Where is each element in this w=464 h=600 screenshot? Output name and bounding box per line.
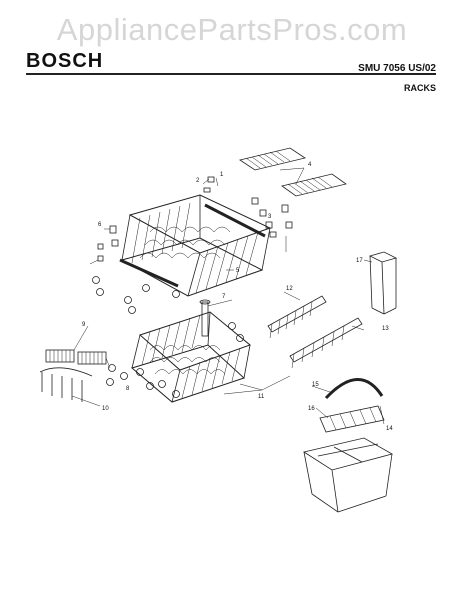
leader-lines (71, 167, 385, 425)
upper-rack-fittings (92, 176, 293, 314)
callout-13: 13 (382, 326, 389, 332)
callout-10: 10 (102, 406, 109, 412)
callout-6: 6 (98, 222, 102, 228)
section-title: RACKS (403, 83, 436, 93)
callout-3: 3 (268, 214, 272, 220)
cutlery-basket (302, 378, 394, 513)
cup-shelves (239, 147, 347, 197)
callout-16: 16 (308, 406, 315, 412)
upper-rack (119, 194, 272, 297)
small-items-rack (39, 349, 107, 402)
watermark-text: AppliancePartsPros.com (56, 12, 408, 47)
callout-14: 14 (386, 426, 393, 432)
callout-4: 4 (308, 162, 312, 168)
callout-1: 1 (220, 172, 224, 178)
callout-11: 11 (258, 394, 265, 400)
callout-5: 5 (236, 268, 240, 274)
spray-pipe (199, 299, 211, 337)
model-number: SMU 7056 US/02 (358, 63, 436, 74)
header-rule (26, 73, 436, 75)
callout-9: 9 (82, 322, 86, 328)
callout-8: 8 (126, 386, 130, 392)
brand-logo: BOSCH (26, 50, 104, 72)
callout-12: 12 (286, 286, 293, 292)
callout-15: 15 (312, 382, 319, 388)
tall-insert (368, 251, 398, 315)
folding-tine-rows (267, 295, 363, 369)
callout-17: 17 (356, 258, 363, 264)
lower-rack-wheels (106, 322, 244, 398)
callout-labels: 1 2 3 4 5 6 7 8 9 10 11 12 13 14 15 16 1… (82, 162, 393, 432)
lower-rack (130, 311, 251, 403)
callout-2: 2 (196, 178, 200, 184)
callout-7: 7 (222, 294, 226, 300)
